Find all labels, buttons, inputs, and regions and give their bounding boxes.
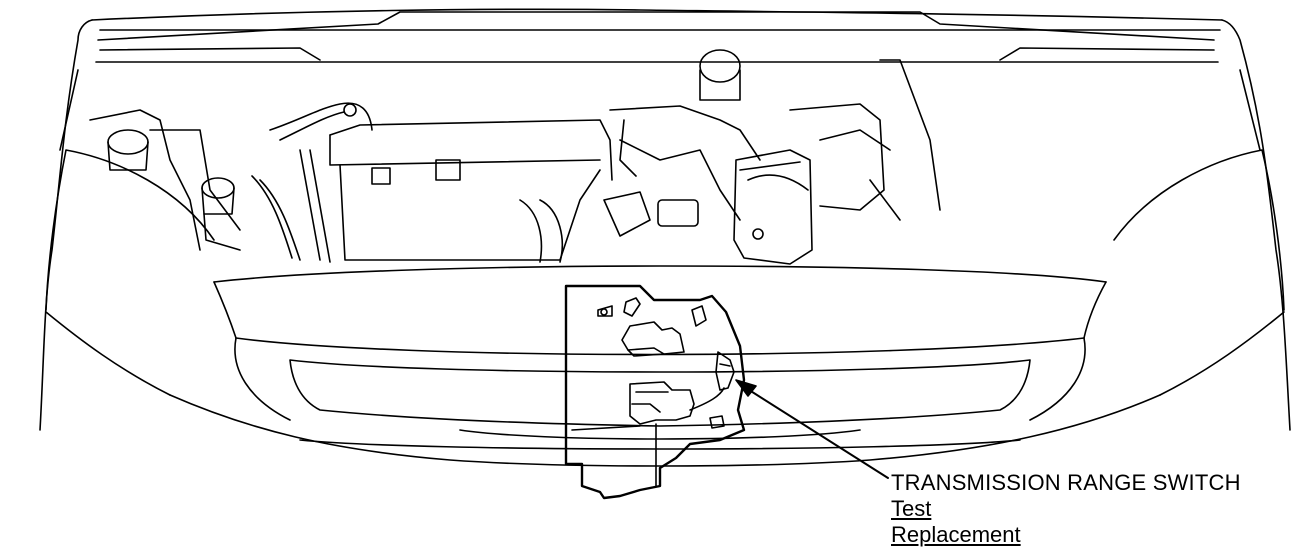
engine-components	[89, 49, 941, 265]
transmission-cutaway	[564, 284, 746, 500]
hood-edge	[95, 11, 1221, 63]
transmission-parts	[571, 297, 735, 487]
test-link[interactable]: Test	[891, 496, 932, 521]
component-label: TRANSMISSION RANGE SWITCH	[891, 470, 1241, 495]
grille-opening	[289, 359, 1031, 450]
car-body-outline	[39, 8, 1291, 431]
callout: TRANSMISSION RANGE SWITCH Test Replaceme…	[891, 470, 1241, 548]
callout-leader	[735, 379, 889, 479]
front-bumper	[169, 265, 1161, 467]
replacement-link[interactable]: Replacement	[891, 522, 1021, 547]
